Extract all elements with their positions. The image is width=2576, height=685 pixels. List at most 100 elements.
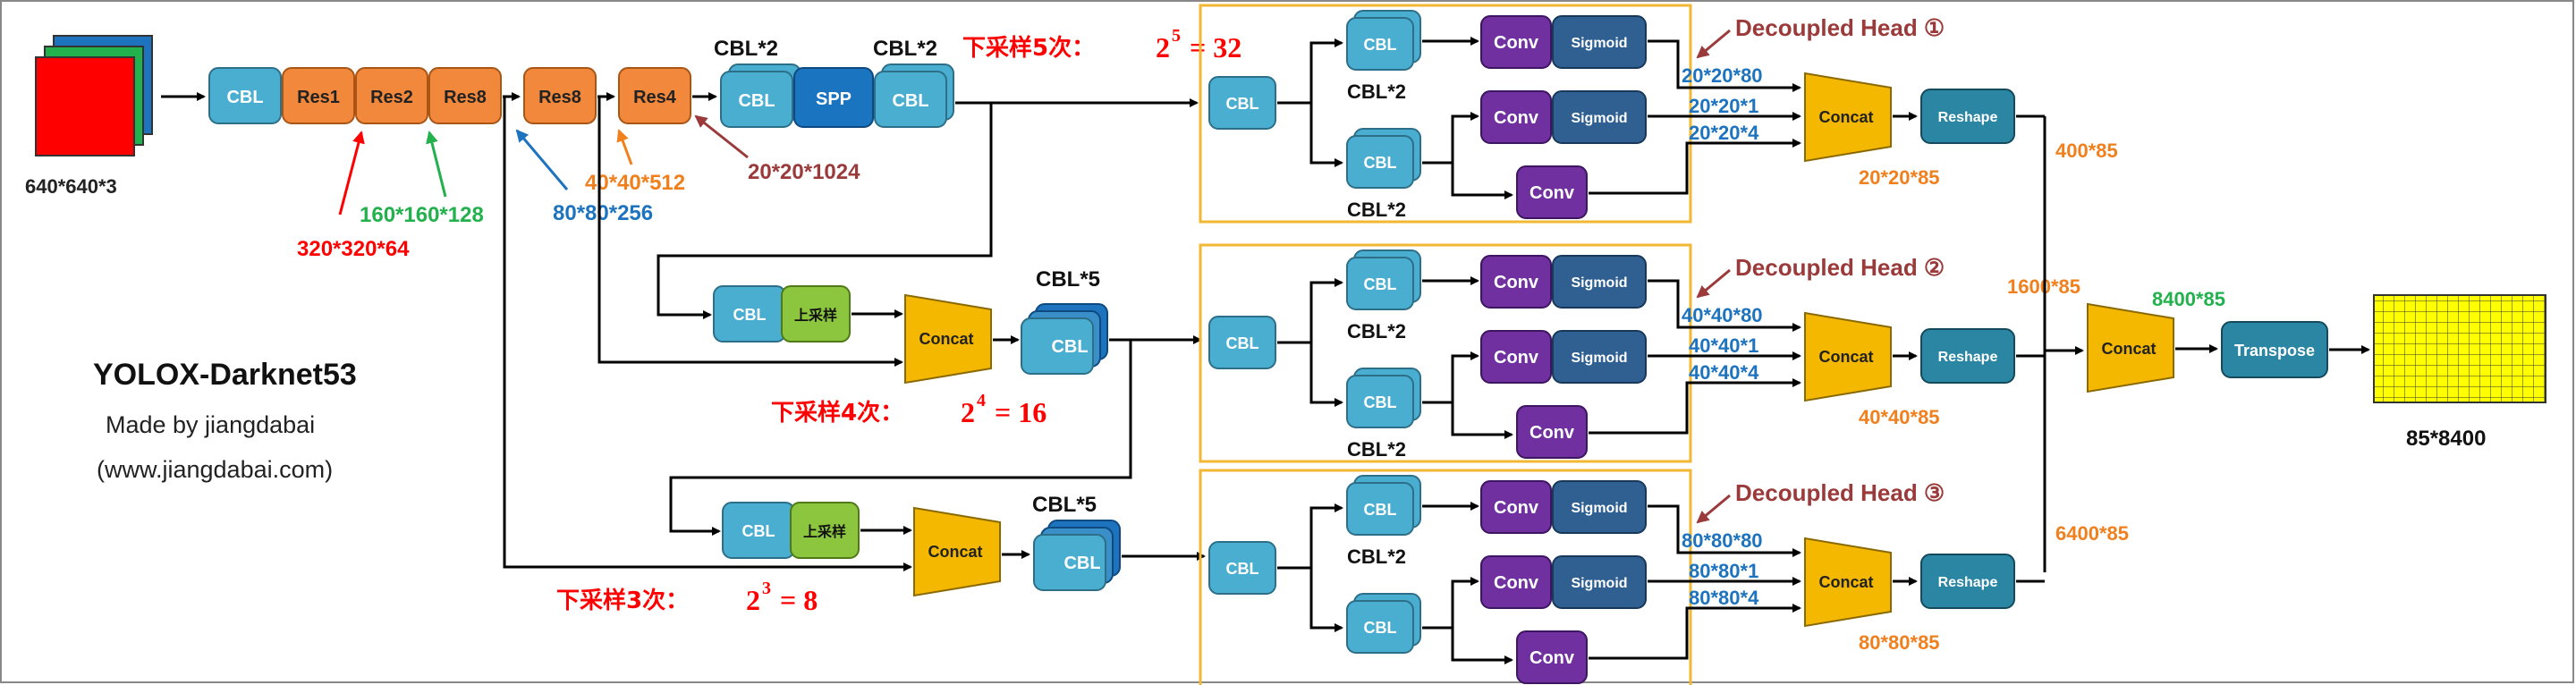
head-concat-out: 40*40*85 <box>1859 406 1940 428</box>
svg-text:下采样5次：: 下采样5次： <box>962 34 1095 62</box>
head-out-obj: 20*20*1 <box>1689 95 1758 117</box>
head-concat-label: Concat <box>1818 348 1873 366</box>
svg-text:= 8: = 8 <box>780 584 818 616</box>
downsample-4-label: 下采样4次： 2 4 = 16 <box>771 391 1046 428</box>
head-reshape-out: 400*85 <box>2055 140 2118 162</box>
svg-text:下采样4次：: 下采样4次： <box>771 399 903 427</box>
backbone-res8-b: Res8 <box>523 67 597 124</box>
head-conv-3-label: Conv <box>1530 423 1575 443</box>
head-cbl-in <box>1208 76 1276 130</box>
head-border <box>1199 4 1692 224</box>
head-out-obj: 80*80*1 <box>1689 560 1758 582</box>
low-cbl: CBL <box>722 502 795 559</box>
feature-80: 80*80*256 <box>553 201 653 225</box>
feature-160: 160*160*128 <box>360 203 484 227</box>
svg-text:Concat: Concat <box>928 543 982 561</box>
head-conv-1 <box>1480 255 1552 309</box>
head-conv-2-label: Conv <box>1494 348 1539 368</box>
head-reshape-out: 6400*85 <box>2055 522 2129 545</box>
head-conv-3 <box>1516 165 1588 219</box>
head-cbl-in-label: CBL <box>1226 560 1259 578</box>
mid-cbl5-title: CBL*5 <box>1036 267 1100 292</box>
head-cbl2-a: CBL*2 <box>1347 320 1406 342</box>
head-sigmoid-2-label: Sigmoid <box>1571 111 1627 126</box>
svg-text:CBL: CBL <box>1063 554 1100 573</box>
head-cbl-bot <box>1346 600 1414 654</box>
input-image-stack <box>35 35 153 156</box>
final-concat-out: 8400*85 <box>2152 288 2225 310</box>
svg-text:4: 4 <box>977 391 986 410</box>
head-cbl-bot-label: CBL <box>1364 619 1397 637</box>
head-concat-out: 20*20*85 <box>1859 166 1940 189</box>
head-conv-3-label: Conv <box>1530 183 1575 203</box>
svg-text:5: 5 <box>1172 26 1181 46</box>
head-out-cls: 40*40*80 <box>1682 304 1763 326</box>
feature-20: 20*20*1024 <box>748 160 860 184</box>
head-cbl-in-label: CBL <box>1226 334 1259 352</box>
svg-text:CBL: CBL <box>733 306 767 324</box>
head-reshape <box>1920 328 2015 384</box>
head-concat-label: Concat <box>1818 108 1873 126</box>
head-reshape-label: Reshape <box>1938 575 1998 590</box>
mid-upsample: 上采样 <box>781 285 851 342</box>
backbone-cbl: CBL <box>208 67 282 124</box>
head-sigmoid-2 <box>1552 90 1647 144</box>
head-concat <box>1804 537 1892 628</box>
head-conv-2-label: Conv <box>1494 573 1539 593</box>
head-title: Decoupled Head ③ <box>1735 479 1945 506</box>
head-cbl2-a: CBL*2 <box>1347 80 1406 103</box>
head-out-obj: 40*40*1 <box>1689 334 1758 357</box>
backbone-res1: Res1 <box>282 67 355 124</box>
head-reshape-label: Reshape <box>1938 110 1998 125</box>
head-conv-3-label: Conv <box>1530 648 1575 668</box>
head-sigmoid-2-label: Sigmoid <box>1571 576 1627 591</box>
svg-text:2: 2 <box>746 584 760 616</box>
svg-text:下采样3次：: 下采样3次： <box>556 587 689 614</box>
svg-text:Res8: Res8 <box>444 88 487 107</box>
input-size-label: 640*640*3 <box>25 175 117 198</box>
head-reshape-label: Reshape <box>1938 350 1998 365</box>
svg-text:= 16: = 16 <box>995 396 1046 428</box>
output-size-label: 85*8400 <box>2406 427 2486 451</box>
final-concat: Concat <box>2087 302 2174 393</box>
head-sigmoid-2 <box>1552 330 1647 384</box>
head-conv-3 <box>1516 405 1588 459</box>
head-cbl-bot-label: CBL <box>1364 393 1397 411</box>
head-conv-1-label: Conv <box>1494 498 1539 518</box>
head-cbl-bot <box>1346 375 1414 428</box>
head-cbl-top-label: CBL <box>1364 275 1397 293</box>
head-conv-2 <box>1480 555 1552 609</box>
backbone-res2: Res2 <box>355 67 428 124</box>
head-concat <box>1804 311 1892 402</box>
head-conv-2-label: Conv <box>1494 108 1539 128</box>
head-out-cls: 80*80*80 <box>1682 529 1763 552</box>
head-conv-1 <box>1480 480 1552 534</box>
svg-text:CBL: CBL <box>892 91 928 111</box>
svg-text:Res8: Res8 <box>538 88 581 107</box>
svg-text:SPP: SPP <box>816 89 852 109</box>
head-reshape <box>1920 554 2015 609</box>
head-concat-label: Concat <box>1818 573 1873 591</box>
feature-320: 320*320*64 <box>297 237 410 261</box>
head-sigmoid-2-label: Sigmoid <box>1571 351 1627 366</box>
head-sigmoid-1 <box>1552 15 1647 69</box>
neck-cbl-b: CBL <box>874 63 954 128</box>
head-conv-1 <box>1480 15 1552 69</box>
backbone-res4: Res4 <box>618 67 691 124</box>
author-label: Made by jiangdabai <box>106 411 315 438</box>
downsample-3-label: 下采样3次： 2 3 = 8 <box>556 579 818 616</box>
low-cbl5: CBL <box>1033 520 1121 591</box>
head-conv-1-label: Conv <box>1494 273 1539 292</box>
mid-concat: Concat <box>904 293 992 385</box>
head-out-reg: 40*40*4 <box>1689 361 1759 384</box>
head-cbl-top <box>1346 17 1414 71</box>
svg-text:2: 2 <box>961 396 975 428</box>
svg-text:Res4: Res4 <box>633 88 677 107</box>
head-conv-3 <box>1516 630 1588 684</box>
svg-text:上采样: 上采样 <box>794 307 837 324</box>
svg-text:CBL: CBL <box>1051 337 1088 357</box>
mid-cbl: CBL <box>713 285 786 342</box>
head-out-cls: 20*20*80 <box>1682 64 1763 87</box>
head-title: Decoupled Head ① <box>1735 14 1945 41</box>
